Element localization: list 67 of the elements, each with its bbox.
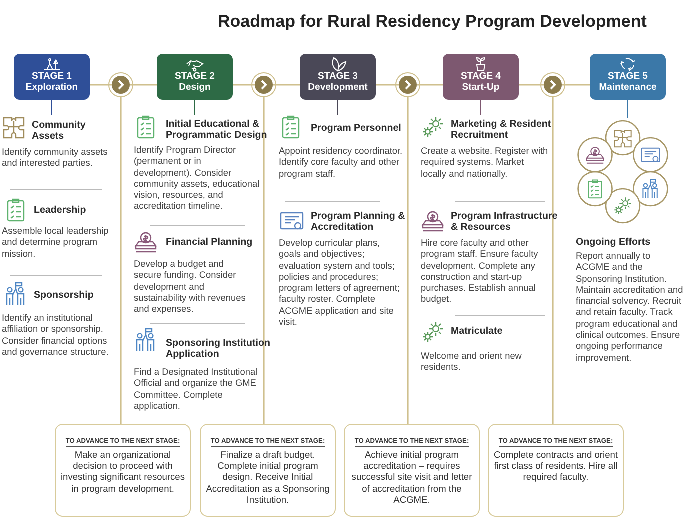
stage-number: STAGE 1 <box>31 71 73 82</box>
chevron-circle <box>540 72 566 98</box>
section-heading: Sponsoring Institution Application <box>166 338 271 360</box>
section-heading: Marketing & Resident Recruitment <box>451 119 552 141</box>
section-heading: Ongoing Efforts <box>576 237 652 248</box>
stage-name: Design <box>178 82 212 93</box>
stage-name: Exploration <box>24 82 80 93</box>
section-text: Welcome and orient new residents. <box>421 351 523 374</box>
advance-text: Make an organizational decision to proceed with investing significant resources in program development. <box>60 450 186 495</box>
connector-line <box>417 84 443 86</box>
advance-text: Finalize a draft budget. Complete initial program design. Receive Initial Accreditation as a Sponsoring Institution. <box>205 450 331 506</box>
section-heading: Program Infrastructure & Resources <box>451 211 559 233</box>
section-heading: Program Planning & Accreditation <box>311 211 406 233</box>
stage-name: Development <box>307 82 369 93</box>
stage-name: Start-Up <box>461 82 501 93</box>
advance-box <box>488 424 624 517</box>
section-text: Assemble local leadership and determine program mission. <box>2 226 110 260</box>
advance-box <box>200 424 336 517</box>
connector-line <box>263 97 265 424</box>
connector-line <box>194 100 196 116</box>
section-text: Identify Program Director (permanent or in development). Consider community assets, educational vision, resources, and accreditation timeline. <box>134 145 261 213</box>
section-text: Identify an institutional affiliation or sponsorship. Consider financial options and governance structure. <box>2 313 110 358</box>
section-text: Develop a budget and secure funding. Consider development and sustainability with revenues and expenses. <box>134 259 247 316</box>
section-heading: Leadership <box>34 205 88 216</box>
connector-line <box>407 97 409 424</box>
stage-number: STAGE 5 <box>607 71 649 82</box>
advance-text: Complete contracts and orient first class of residents. Hire all required faculty. <box>493 450 619 484</box>
chevron-circle <box>251 72 277 98</box>
advance-box <box>55 424 191 517</box>
section-text: Report annually to ACGME and the Sponsoring Institution. Maintain accreditation and financial solvency. Recruit and retain faculty. Track program educational and clinical outcomes. Ensure ongoing performance improvement. <box>576 251 684 364</box>
connector-line <box>376 84 399 86</box>
section-text: Create a website. Register with required systems. Market locally and nationally. <box>421 146 549 180</box>
connector-line <box>480 100 482 116</box>
stage-box <box>14 54 90 100</box>
section-text: Identify community assets and interested parties. <box>2 147 109 170</box>
connector-line <box>90 84 112 86</box>
connector-line <box>552 97 554 424</box>
advance-text: Achieve initial program accreditation – requires successful site visit and letter of accreditation from the ACGME. <box>350 450 474 506</box>
section-heading: Sponsorship <box>34 290 95 301</box>
connector-line <box>130 84 157 86</box>
section-heading: Initial Educational & Programmatic Design <box>166 119 268 141</box>
diagram-title: Roadmap for Rural Residency Program Development <box>218 12 647 32</box>
section-text: Hire core faculty and other program staff. Ensure faculty development. Complete any construction and start-up purchases. Establish annual budget. <box>421 238 540 306</box>
stage-name: Maintenance <box>598 82 658 93</box>
stage-number: STAGE 4 <box>460 71 502 82</box>
section-text: Develop curricular plans, goals and objectives; evaluation system and tools; policies and procedures; program letters of agreement; faculty roster. Complete ACGME application and site visit. <box>279 238 402 328</box>
connector-line <box>562 84 590 86</box>
section-heading: Program Personnel <box>311 123 402 134</box>
stage-box <box>300 54 376 100</box>
stage-box <box>590 54 666 100</box>
section-text: Appoint residency coordinator. Identify core faculty and other program staff. <box>279 146 403 180</box>
section-heading: Financial Planning <box>166 237 254 248</box>
icon-cluster-drawing <box>575 118 671 224</box>
advance-box <box>344 424 480 517</box>
chevron-circle <box>395 72 421 98</box>
stage-box <box>157 54 233 100</box>
stage-box <box>443 54 519 100</box>
stage-number: STAGE 3 <box>317 71 359 82</box>
connector-line <box>233 84 255 86</box>
connector-line <box>519 84 544 86</box>
connector-line <box>120 97 122 424</box>
chevron-circle <box>108 72 134 98</box>
section-heading: Community Assets <box>32 120 87 142</box>
section-text: Find a Designated Institutional Official and organize the GME Committee. Complete application. <box>134 367 259 412</box>
stage-number: STAGE 2 <box>174 71 216 82</box>
section-heading: Matriculate <box>451 326 504 337</box>
connector-line <box>273 84 300 86</box>
